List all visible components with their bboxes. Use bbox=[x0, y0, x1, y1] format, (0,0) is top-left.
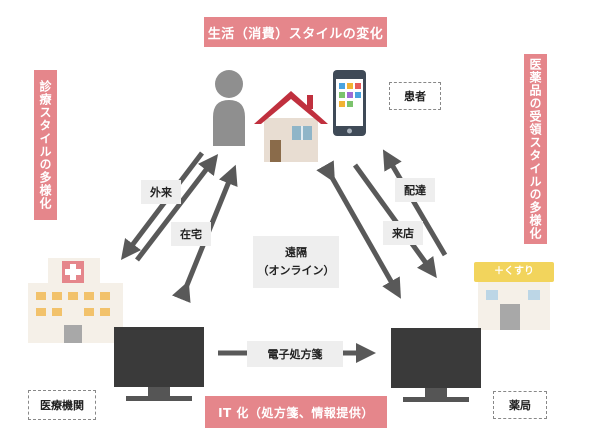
clinic-label: 医療機関 bbox=[28, 390, 96, 420]
remote-label: 遠隔 （オンライン） bbox=[253, 236, 339, 288]
hospital-icon bbox=[28, 258, 123, 343]
outpatient-label: 外来 bbox=[141, 180, 181, 204]
smartphone-icon bbox=[333, 70, 366, 136]
store-visit-label: 来店 bbox=[383, 221, 423, 245]
home-visit-label: 在宅 bbox=[171, 222, 211, 246]
pharmacy-label: 薬局 bbox=[493, 391, 547, 419]
house-icon bbox=[254, 91, 328, 162]
e-prescription-label: 電子処方箋 bbox=[247, 341, 343, 367]
delivery-arrow bbox=[382, 149, 448, 257]
pharmacy-monitor-icon bbox=[391, 328, 481, 402]
clinic-monitor-icon bbox=[114, 327, 204, 401]
pharmacy-sign: ＋くすり bbox=[494, 266, 534, 277]
lifestyle-change-banner: 生活（消費）スタイルの変化 bbox=[204, 17, 387, 47]
patient-label: 患者 bbox=[389, 82, 441, 110]
store-visit-arrow bbox=[352, 163, 437, 279]
drug-receipt-style-banner: 医薬品の受領スタイルの多様化 bbox=[524, 54, 547, 244]
it-banner: IT 化（処方箋、情報提供） bbox=[205, 396, 387, 428]
remote-arrow bbox=[316, 160, 401, 299]
delivery-label: 配達 bbox=[395, 178, 435, 202]
person-icon bbox=[213, 70, 245, 146]
clinical-style-banner: 診療スタイルの多様化 bbox=[34, 70, 57, 220]
pharmacy-icon bbox=[474, 262, 554, 330]
